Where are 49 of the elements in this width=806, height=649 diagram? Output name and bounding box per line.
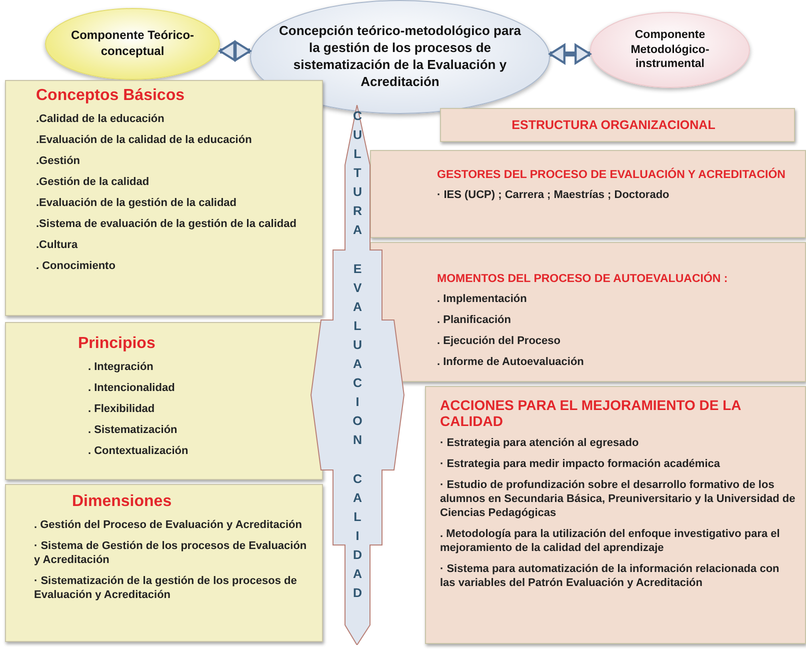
list-item: . Informe de Autoevaluación — [437, 355, 585, 369]
vertical-word: CULTURA — [350, 109, 364, 242]
list-item: .Evaluación de la calidad de la educación — [36, 133, 253, 147]
ellipse-label: Concepción teórico-metodológico para la gestión de los procesos de sistematización de la Evaluación y Acreditación — [278, 23, 522, 91]
list-item: . Conocimiento — [36, 259, 116, 273]
list-item: · IES (UCP) ; Carrera ; Maestrías ; Doctorado — [437, 188, 670, 202]
dimensions-panel — [5, 484, 323, 642]
list-item: .Cultura — [36, 238, 79, 252]
list-item: . Ejecución del Proceso — [437, 334, 562, 348]
list-item: . Metodología para la utilización del enfoque investigativo para el mejoramiento de la calidad del aprendizaje — [440, 527, 781, 555]
vertical-word: EVALUACION — [350, 262, 364, 452]
list-item: . Gestión del Proceso de Evaluación y Acreditación — [34, 518, 303, 532]
vertical-banner — [310, 105, 405, 645]
double-arrow — [548, 44, 592, 64]
list-item: . Intencionalidad — [88, 381, 176, 395]
list-item: · Sistematización de la gestión de los procesos de Evaluación y Acreditación — [34, 574, 298, 602]
list-item: .Evaluación de la gestión de la calidad — [36, 196, 238, 210]
list-item: .Calidad de la educación — [36, 112, 166, 126]
list-item: .Gestión de la calidad — [36, 175, 150, 189]
box-heading: Principios — [78, 335, 156, 353]
list-item: . Planificación — [437, 313, 512, 327]
list-item: · Estrategia para medir impacto formación académica — [440, 457, 721, 471]
double-arrow — [218, 40, 252, 62]
ellipse-label: Componente Metodológico-instrumental — [630, 28, 710, 72]
list-item: · Estrategia para atención al egresado — [440, 436, 640, 450]
box-heading: ESTRUCTURA ORGANIZACIONAL — [510, 118, 716, 132]
box-heading: Dimensiones — [72, 493, 173, 511]
box-heading: MOMENTOS DEL PROCESO DE AUTOEVALUACIÓN : — [437, 273, 729, 285]
list-item: . Contextualización — [88, 444, 190, 458]
principles-panel — [5, 322, 323, 480]
list-item: · Sistema de Gestión de los procesos de Evaluación y Acreditación — [34, 539, 308, 567]
list-item: . Flexibilidad — [88, 402, 156, 416]
box-heading: ACCIONES PARA EL MEJORAMIENTO DE LA CALIDAD — [440, 397, 742, 429]
concept-panel — [5, 80, 323, 316]
list-item: · Sistema para automatización de la información relacionada con las variables del Patrón Evaluación y Acreditación — [440, 562, 780, 590]
list-item: .Gestión — [36, 154, 82, 168]
structure-panel — [440, 108, 795, 142]
managers-panel — [370, 150, 806, 238]
box-heading: Conceptos Básicos — [36, 87, 186, 105]
list-item: . Implementación — [437, 292, 528, 306]
actions-panel — [425, 386, 806, 644]
list-item: . Integración — [88, 360, 154, 374]
vertical-word: CALIDAD — [350, 472, 364, 605]
list-item: . Sistematización — [88, 423, 178, 437]
moments-panel — [370, 242, 806, 382]
ellipse-label: Componente Teórico-conceptual — [70, 28, 196, 60]
list-item: .Sistema de evaluación de la gestión de la calidad — [36, 217, 298, 231]
box-heading: GESTORES DEL PROCESO DE EVALUACIÓN Y ACREDITACIÓN — [437, 169, 786, 181]
list-item: · Estudio de profundización sobre el desarrollo formativo de los alumnos en Secundaria Básica, Preuniversitario y la Universidad de Ciencias Pedagógicas — [440, 478, 796, 520]
